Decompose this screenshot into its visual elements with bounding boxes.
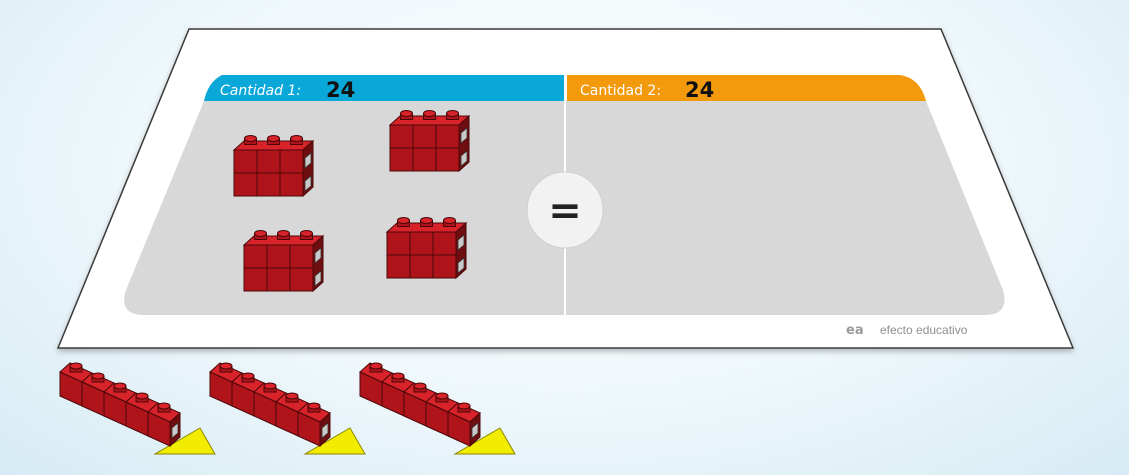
cube-group[interactable]: [385, 217, 468, 280]
cube-hole: [171, 422, 179, 439]
quantity1-label: Cantidad 1:: [220, 83, 301, 99]
quantity2-drop-zone[interactable]: [567, 101, 967, 315]
cube-group[interactable]: [388, 110, 471, 173]
cube-rod[interactable]: [59, 362, 181, 448]
comparison-button[interactable]: =: [526, 171, 604, 249]
cube: [233, 149, 258, 174]
brand-logo-mark: ea: [846, 323, 864, 338]
cube-hole: [321, 422, 329, 439]
cube: [432, 231, 457, 256]
cube: [266, 244, 291, 269]
cube: [435, 124, 460, 149]
cube-hole: [304, 152, 312, 169]
cube: [412, 124, 437, 149]
quantity1-header: Cantidad 1: 24: [204, 75, 564, 102]
cube: [233, 172, 258, 197]
cube-hole: [471, 422, 479, 439]
quantity2-label: Cantidad 2:: [580, 83, 661, 99]
ramp-indicator[interactable]: [453, 427, 516, 455]
cube: [279, 172, 304, 197]
cube-hole: [457, 257, 465, 274]
cube-hole: [314, 247, 322, 264]
cube: [243, 267, 268, 292]
cube: [389, 124, 414, 149]
cube: [435, 147, 460, 172]
cube-group[interactable]: [242, 230, 325, 293]
cube: [409, 231, 434, 256]
equals-sign: =: [548, 188, 582, 234]
quantity1-header-bar: [204, 75, 564, 101]
rod-tray: [59, 362, 516, 455]
cube: [289, 267, 314, 292]
cube: [266, 267, 291, 292]
cube: [386, 254, 411, 279]
cube: [389, 147, 414, 172]
quantity1-drop-zone[interactable]: [232, 110, 471, 293]
cube-hole: [314, 270, 322, 287]
cube: [279, 149, 304, 174]
quantity2-header: Cantidad 2: 24: [567, 75, 926, 102]
cube-hole: [304, 175, 312, 192]
ramp-indicator[interactable]: [153, 427, 216, 455]
cube: [289, 244, 314, 269]
cube: [412, 147, 437, 172]
ramp-indicator[interactable]: [303, 427, 366, 455]
brand-logo: ea efecto educativo: [846, 323, 968, 338]
cube-hole: [457, 234, 465, 251]
cube: [256, 172, 281, 197]
quantity2-value: 24: [685, 78, 714, 102]
cube-rod[interactable]: [359, 362, 481, 448]
cube-group[interactable]: [232, 135, 315, 198]
cube: [432, 254, 457, 279]
cube: [243, 244, 268, 269]
cube: [409, 254, 434, 279]
brand-name: efecto educativo: [880, 323, 968, 337]
quantity1-value: 24: [326, 78, 355, 102]
cube: [386, 231, 411, 256]
cube-hole: [460, 127, 468, 144]
cube-hole: [460, 150, 468, 167]
cube-rod[interactable]: [209, 362, 331, 448]
cube: [256, 149, 281, 174]
quantity2-header-bar: [567, 75, 926, 101]
